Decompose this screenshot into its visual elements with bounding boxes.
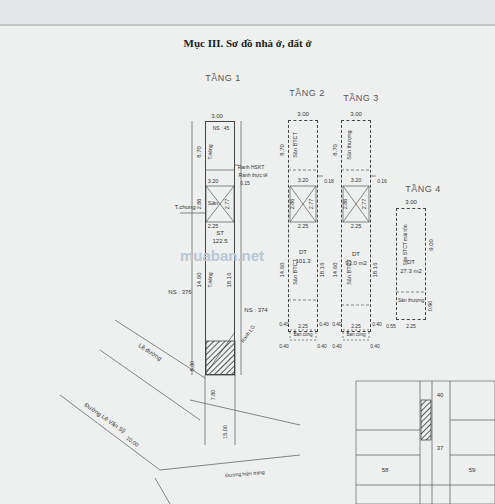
dimension-label: NS : 374 bbox=[244, 307, 267, 313]
dimension-label: 0.40 bbox=[317, 344, 327, 349]
dimension-label: T.chung bbox=[174, 204, 195, 210]
dimension-label: 14.60 bbox=[332, 262, 338, 277]
dimension-label: Đường Lê Văn Sỹ bbox=[83, 402, 126, 435]
dimension-label: Sân BTCT bbox=[293, 132, 299, 158]
dimension-label: 59 bbox=[469, 467, 476, 473]
dimension-label: 0.40 bbox=[319, 322, 329, 327]
dimension-label: 40 bbox=[437, 392, 444, 398]
dimension-label: Sân BTCT bbox=[293, 259, 299, 285]
floor-heading: TẦNG 1 bbox=[205, 73, 241, 83]
dimension-label: Ban công bbox=[293, 333, 312, 338]
dimension-label: 8.70 bbox=[279, 144, 285, 156]
dimension-label: 0.18 bbox=[324, 179, 334, 184]
dimension-label: 18.16 bbox=[372, 262, 378, 277]
dimension-label: 10.00 bbox=[125, 436, 139, 448]
dimension-label: 2.86 bbox=[290, 199, 296, 210]
page-title: Mục III. Sơ đồ nhà ở, đất ở bbox=[0, 37, 495, 49]
dimension-label: Sân BTCT mái tôn bbox=[403, 224, 408, 265]
dimension-label: 2.25 bbox=[298, 224, 309, 230]
dimension-label: 0.40 bbox=[279, 322, 289, 327]
dimension-label: 2.25 bbox=[298, 324, 308, 329]
dimension-label: 0.15 bbox=[240, 181, 250, 186]
floor-heading: TẦNG 4 bbox=[405, 184, 441, 194]
dimension-label: Sân thượng bbox=[347, 130, 353, 159]
dimension-label: 18.16 bbox=[226, 272, 232, 287]
dimension-label: Ban công bbox=[346, 333, 365, 338]
dimension-label: 2.25 bbox=[406, 324, 416, 329]
dimension-label: Lề đường bbox=[137, 342, 162, 361]
dimension-label: 2.25 bbox=[351, 324, 361, 329]
dimension-label: 27.3 m2 bbox=[400, 268, 422, 274]
dimension-label: Sân BTCT bbox=[347, 259, 353, 285]
dimension-label: 15.00 bbox=[223, 425, 229, 439]
dimension-label: 18.16 bbox=[319, 262, 325, 277]
dimension-label: 7.80 bbox=[211, 390, 217, 401]
dimension-label: T.riêng bbox=[208, 272, 213, 287]
dimension-label: 3.00 bbox=[405, 199, 417, 205]
dimension-label: 37 bbox=[437, 445, 444, 451]
dimension-label: 0.40 bbox=[332, 344, 342, 349]
dimension-label: 0.40 bbox=[372, 322, 382, 327]
dimension-label: 0.40 bbox=[332, 322, 342, 327]
dimension-label: 9.00 bbox=[428, 239, 434, 251]
dimension-label: 2.77 bbox=[225, 199, 231, 210]
dimension-label: 2.25 bbox=[208, 224, 219, 230]
dimension-label: Ranh HSKT bbox=[238, 165, 265, 170]
dimension-label: DT bbox=[407, 259, 415, 265]
dimension-label: Đường hiện trạng bbox=[225, 470, 265, 478]
dimension-label: 14.60 bbox=[196, 272, 202, 287]
dimension-label: 0.40 bbox=[370, 344, 380, 349]
dimension-label: 2.86 bbox=[343, 199, 349, 210]
dimension-label: 2.25 bbox=[351, 224, 362, 230]
dimension-label: 3.20 bbox=[298, 178, 309, 184]
dimension-label: ST bbox=[216, 230, 224, 236]
dimension-label: 122.5 bbox=[212, 238, 227, 244]
dimension-label: 0.16 bbox=[377, 179, 387, 184]
dimension-label: 5.30 bbox=[190, 361, 196, 372]
dimension-label: DT bbox=[299, 249, 307, 255]
dimension-label: NS : 45 bbox=[213, 126, 230, 131]
floor-heading: TẦNG 3 bbox=[343, 93, 379, 103]
dimension-label: 0.90 bbox=[428, 301, 434, 312]
dimension-label: 0.55 bbox=[386, 324, 396, 329]
dimension-label: 2.77 bbox=[309, 199, 315, 210]
dimension-label: 14.60 bbox=[279, 262, 285, 277]
dimension-label: 3.00 bbox=[350, 111, 362, 117]
dimension-label: 0.40 bbox=[279, 344, 289, 349]
dimension-label: Sân thượng bbox=[398, 298, 425, 303]
dimension-label: T.riêng bbox=[208, 144, 213, 159]
dimension-label: 3.00 bbox=[211, 113, 223, 119]
dimension-label: 8.70 bbox=[196, 146, 202, 158]
dimension-label: 3.20 bbox=[208, 179, 219, 185]
dimension-label: Ranh thực tế bbox=[239, 173, 268, 178]
dimension-label: 2.86 bbox=[197, 199, 203, 210]
dimension-label: 2.77 bbox=[362, 199, 368, 210]
floor-heading: TẦNG 2 bbox=[289, 88, 325, 98]
dimension-label: 58 bbox=[382, 467, 389, 473]
dimension-label: 8.70 bbox=[332, 144, 338, 156]
dimension-label: DT bbox=[352, 251, 360, 257]
dimension-label: 3.20 bbox=[351, 178, 362, 184]
dimension-label: NS : 376 bbox=[168, 289, 191, 295]
dimension-label: 3.00 bbox=[297, 111, 309, 117]
dimension-label: Ranh LG bbox=[240, 324, 256, 343]
dimension-label: Sân bbox=[208, 200, 219, 206]
watermark: muaban.net bbox=[180, 248, 264, 263]
